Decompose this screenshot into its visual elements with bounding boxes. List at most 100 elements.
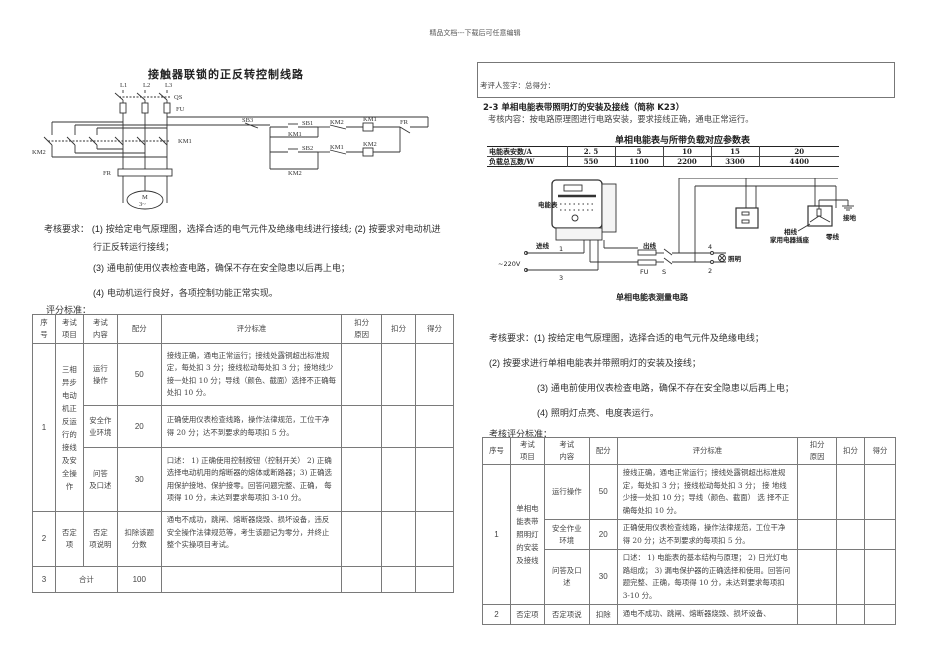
row-score[interactable] <box>415 447 454 512</box>
param-row-watts: 负载总瓦数/W 550 1100 2200 3300 4400 <box>487 156 809 167</box>
table-row: 2 否定项 否定项说明 扣除该题分数 通电不成功，跳闸、熔断器烧毁、损坏设备，违… <box>32 511 454 567</box>
row-deduct-reason[interactable] <box>341 343 383 406</box>
row-deduct-reason[interactable] <box>797 549 838 605</box>
right-score-table: 序号 考试项目 考试内容 配分 评分标准 扣分原因 扣分 得分 1 单相电能表带… <box>482 437 896 625</box>
row-deduct-reason[interactable] <box>797 519 838 550</box>
label-n2: 2 <box>708 267 712 275</box>
row-deduct-reason[interactable] <box>797 604 838 625</box>
row-score[interactable] <box>415 405 454 448</box>
examiner-signature-label: 考评人签字：总得分： <box>480 81 555 90</box>
label-socket: 家用电器插座 <box>770 235 810 244</box>
row-score[interactable] <box>864 519 896 550</box>
row-criteria: 通电不成功，跳闸、熔断器烧毁、损坏设备，违反安全操作法律规范等，考生该题记为零分… <box>160 511 343 567</box>
row-content: 问答及口述 <box>82 447 118 512</box>
row-seq: 3 <box>32 566 56 593</box>
row-seq: 1 <box>482 464 511 605</box>
label-incoming: 进线 <box>536 241 550 250</box>
row-points: 扣除 <box>588 604 618 625</box>
label-L1: L1 <box>120 82 127 89</box>
header-points: 配分 <box>116 314 162 344</box>
label-n1: 1 <box>559 245 563 253</box>
row-criteria: 正确使用仪表检查线路，操作法律规范，工位干净得 20 分；达不到要求的每项扣 5… <box>160 405 343 448</box>
row-points: 50 <box>588 464 618 520</box>
row-deduct[interactable] <box>381 343 417 406</box>
row-deduct[interactable] <box>381 405 417 448</box>
row-score[interactable] <box>415 511 454 567</box>
label-n4: 4 <box>708 243 712 251</box>
label-neutral: 零线 <box>825 232 840 241</box>
header-score: 得分 <box>415 314 454 344</box>
label-SB3: SB3 <box>242 117 253 124</box>
row-deduct-reason[interactable] <box>341 566 383 593</box>
param-table: 电能表安数/A 2. 5 5 10 15 20 负载总瓦数/W 550 1100… <box>487 146 839 167</box>
row-deduct[interactable] <box>381 447 417 512</box>
left-score-table: 序号 考试项目 考试内容 配分 评分标准 扣分原因 扣分 得分 1 三相异步电动… <box>32 314 454 593</box>
label-meter: 电能表 <box>538 200 558 209</box>
row-deduct[interactable] <box>836 519 865 550</box>
right-requirements-line-4: (4) 照明灯点亮、电度表运行。 <box>537 408 659 419</box>
label-FU: FU <box>176 106 185 113</box>
label-lighting: 照明 <box>728 254 742 263</box>
table-row: 安全作业环境 20 正确使用仪表检查线路，操作法律规范，工位干净得 20 分；达… <box>33 405 454 448</box>
ground-icon <box>842 205 854 211</box>
socket-icon <box>735 207 759 229</box>
row-deduct[interactable] <box>381 566 417 593</box>
row-item: 否定项 <box>509 604 545 625</box>
row-deduct-reason[interactable] <box>341 511 383 567</box>
label-KM1-coil: KM1 <box>363 116 377 123</box>
row-criteria: 接线正确，通电正常运行；接线处露铜超出标准规定，每处扣 3 分；接线松动每处扣 … <box>616 464 799 520</box>
row-deduct-reason[interactable] <box>797 464 838 520</box>
label-L3: L3 <box>165 82 172 89</box>
row-score[interactable] <box>415 343 454 406</box>
row-deduct[interactable] <box>836 549 865 605</box>
page-header: 精品文档---下载后可任意编辑 <box>429 29 521 37</box>
row-score[interactable] <box>864 549 896 605</box>
row-deduct[interactable] <box>381 511 417 567</box>
score-standard-label: 评分标准： <box>46 306 92 316</box>
row-deduct[interactable] <box>836 604 865 625</box>
row-seq: 2 <box>482 604 511 625</box>
header-seq: 序号 <box>482 437 511 465</box>
row-deduct[interactable] <box>836 464 865 520</box>
row-content: 安全作业环境 <box>82 405 118 448</box>
label-KM1-interlock: KM1 <box>330 144 344 151</box>
circuit-title: 接触器联锁的正反转控制线路 <box>148 68 304 81</box>
header-score: 得分 <box>864 437 896 465</box>
row-item: 单相电能表带照明灯的安装及接线 <box>509 464 545 605</box>
requirements-line-4: (4) 电动机运行良好，各项控制功能正常实现。 <box>93 288 278 299</box>
param-table-title: 单相电能表与所带负载对应参数表 <box>615 136 751 146</box>
row-points: 20 <box>588 519 618 550</box>
table-header-row: 序号 考试项目 考试内容 配分 评分标准 扣分原因 扣分 得分 <box>32 314 454 344</box>
right-requirements-line-3: (3) 通电前使用仪表检查电路，确保不存在安全隐患以后再上电； <box>537 383 794 394</box>
right-score-standard-label: 考核评分标准： <box>489 430 553 440</box>
label-FR-control: FR <box>400 119 409 126</box>
label-phase: 相线 <box>784 227 798 236</box>
label-voltage: ~220V <box>498 260 521 268</box>
row-points: 50 <box>116 343 162 406</box>
row-score[interactable] <box>864 464 896 520</box>
header-criteria: 评分标准 <box>616 437 799 465</box>
row-score[interactable] <box>864 604 896 625</box>
table-row: 2 否定项 否定项说 扣除 通电不成功、跳闸、熔断器烧毁、损坏设备、 <box>482 604 896 625</box>
diagram-title: 单相电能表测量电路 <box>616 292 689 302</box>
param-row-amps: 电能表安数/A 2. 5 5 10 15 20 <box>487 146 839 157</box>
requirements-label: 考核要求： <box>44 225 90 235</box>
header-item: 考试项目 <box>509 437 545 465</box>
requirements-line-3: (3) 通电前使用仪表检查电路，确保不存在安全隐患以后再上电； <box>93 263 350 274</box>
row-criteria: 接线正确，通电正常运行；接线处露铜超出标准规定，每处扣 3 分；接线松动每处扣 … <box>160 343 343 406</box>
row-content: 运行操作 <box>82 343 118 406</box>
row-deduct-reason[interactable] <box>341 447 383 512</box>
lamp-icon <box>718 254 726 262</box>
examiner-signature-box: 考评人签字：总得分： <box>477 62 895 98</box>
header-content: 考试内容 <box>82 314 118 344</box>
row-points: 30 <box>588 549 618 605</box>
row-score[interactable] <box>415 566 454 593</box>
label-ground: 接地 <box>843 213 857 222</box>
row-seq: 2 <box>32 511 56 567</box>
row-deduct-reason[interactable] <box>341 405 383 448</box>
requirements-line-1: 考核要求： (1) 按给定电气原理图，选择合适的电气元件及绝缘电线进行接线; (… <box>44 224 441 235</box>
label-SB1: SB1 <box>302 120 313 127</box>
right-requirements-line-1: 考核要求：(1) 按给定电气原理图，选择合适的电气元件及绝缘电线； <box>489 333 764 344</box>
table-header-row: 序号 考试项目 考试内容 配分 评分标准 扣分原因 扣分 得分 <box>482 437 896 465</box>
row-criteria: 通电不成功、跳闸、熔断器烧毁、损坏设备、 <box>616 604 799 625</box>
